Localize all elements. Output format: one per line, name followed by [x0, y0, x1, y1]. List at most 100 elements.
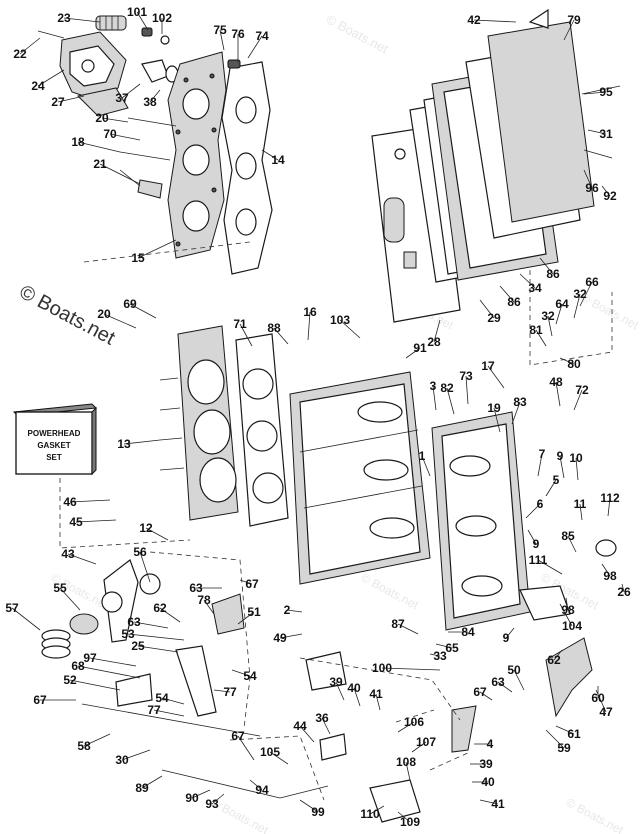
callout-36: 36	[315, 711, 329, 725]
callout-63: 63	[127, 615, 141, 629]
leader-line	[137, 645, 179, 653]
callout-106: 106	[404, 715, 424, 729]
leader-line	[133, 621, 169, 629]
callout-20: 20	[97, 307, 111, 321]
callout-20: 20	[95, 111, 109, 125]
leader-line	[237, 735, 255, 761]
callout-24: 24	[31, 79, 45, 93]
callout-61: 61	[567, 727, 581, 741]
callout-38: 38	[143, 95, 157, 109]
callout-54: 54	[155, 691, 169, 705]
callout-55: 55	[53, 581, 67, 595]
leader-line	[511, 401, 521, 425]
callout-77: 77	[223, 685, 237, 699]
leader-line	[537, 559, 563, 575]
sensor-parts	[119, 59, 241, 199]
leader-line	[575, 457, 579, 481]
callout-16: 16	[303, 305, 317, 319]
callout-92: 92	[603, 189, 617, 203]
callout-39: 39	[329, 675, 343, 689]
callout-98: 98	[561, 603, 575, 617]
callout-83: 83	[513, 395, 527, 409]
callout-31: 31	[599, 127, 613, 141]
callout-11: 11	[574, 497, 587, 511]
leader-line	[405, 347, 421, 359]
leader-line	[239, 579, 253, 585]
callout-62: 62	[153, 601, 167, 615]
crankcase	[431, 411, 531, 631]
leader-line	[559, 455, 565, 479]
leader-line	[273, 327, 289, 345]
callout-67: 67	[33, 693, 47, 707]
callout-3: 3	[430, 379, 437, 393]
leader-line	[433, 319, 441, 343]
callout-101: 101	[127, 5, 147, 19]
leader-line	[279, 633, 303, 639]
watermark-faint: © Boats.net	[324, 11, 392, 56]
callout-87: 87	[391, 617, 405, 631]
callout-58: 58	[77, 739, 91, 753]
leader-line	[397, 623, 419, 635]
leader-line	[127, 633, 185, 641]
callout-109: 109	[400, 815, 420, 829]
callout-34: 34	[528, 281, 542, 295]
callout-63: 63	[491, 675, 505, 689]
kit-box-line-2: GASKET	[37, 441, 70, 450]
leader-line	[89, 657, 137, 667]
callout-67: 67	[473, 685, 487, 699]
leader-line	[139, 551, 151, 583]
callout-62: 62	[547, 653, 561, 667]
callout-19: 19	[487, 401, 501, 415]
callout-56: 56	[133, 545, 147, 559]
callout-104: 104	[562, 619, 582, 633]
callout-69: 69	[123, 297, 137, 311]
leader-line	[559, 603, 573, 627]
callout-9: 9	[557, 449, 564, 463]
leader-line	[83, 733, 111, 747]
callout-14: 14	[271, 153, 285, 167]
leader-line	[505, 627, 515, 639]
callout-91: 91	[413, 341, 427, 355]
exhaust-cover-stack	[371, 8, 621, 323]
cylinder-block	[289, 371, 431, 585]
callout-79: 79	[567, 13, 581, 27]
callout-99: 99	[311, 805, 325, 819]
leader-line	[237, 611, 255, 625]
leader-line	[77, 141, 121, 153]
callout-88: 88	[267, 321, 281, 335]
callout-39: 39	[479, 757, 493, 771]
cylinder-head-gasket	[235, 333, 289, 527]
kit-box-line-3: SET	[46, 453, 62, 462]
callout-40: 40	[347, 681, 361, 695]
leader-line	[527, 529, 537, 545]
leader-line	[555, 303, 563, 325]
callout-22: 22	[13, 47, 27, 61]
callout-30: 30	[115, 753, 129, 767]
leader-line	[537, 453, 543, 477]
leader-line	[19, 37, 41, 55]
leader-line	[99, 163, 141, 185]
callout-23: 23	[57, 11, 71, 25]
leader-line	[121, 749, 151, 761]
callout-50: 50	[507, 663, 521, 677]
callout-54: 54	[243, 669, 257, 683]
leader-line	[11, 607, 41, 631]
leader-line	[307, 311, 311, 341]
leader-line	[563, 19, 575, 41]
callout-33: 33	[433, 649, 447, 663]
powerhead-gasket-set-box: POWERHEAD GASKET SET	[12, 403, 98, 476]
callout-46: 46	[63, 495, 77, 509]
callout-80: 80	[567, 357, 581, 371]
leader-line	[397, 721, 415, 733]
leader-line	[397, 811, 411, 823]
leader-line	[203, 599, 215, 615]
callout-32: 32	[573, 287, 587, 301]
callout-68: 68	[71, 659, 85, 673]
leader-line	[213, 689, 231, 693]
callout-77: 77	[147, 703, 161, 717]
leader-line	[587, 129, 607, 135]
leader-line	[269, 751, 289, 765]
leader-line	[247, 35, 263, 59]
leader-line	[573, 293, 581, 319]
